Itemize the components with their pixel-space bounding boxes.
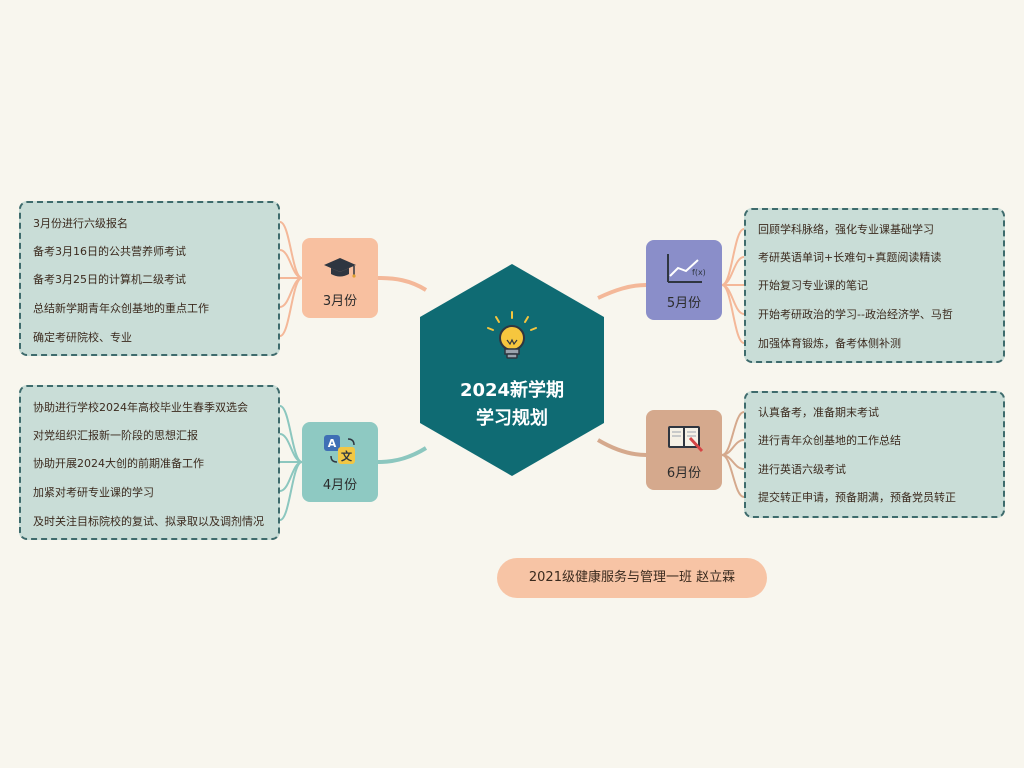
- center-topic[interactable]: 2024新学期 学习规划: [418, 262, 606, 478]
- june-task-panel: 认真备考，准备期末考试 进行青年众创基地的工作总结 进行英语六级考试 提交转正申…: [744, 391, 1005, 518]
- list-item: 提交转正申请，预备期满，预备党员转正: [758, 491, 956, 504]
- function-graph-icon: f(x): [667, 254, 706, 283]
- may-node[interactable]: f(x) 5月份: [646, 240, 722, 320]
- list-item: 协助开展2024大创的前期准备工作: [33, 457, 204, 470]
- list-item: 回顾学科脉络，强化专业课基础学习: [758, 223, 934, 236]
- may-task-panel: 回顾学科脉络，强化专业课基础学习 考研英语单词+长难句+真题阅读精读 开始复习专…: [744, 208, 1005, 363]
- list-item: 协助进行学校2024年高校毕业生春季双选会: [33, 401, 248, 414]
- center-title-line2: 学习规划: [476, 408, 548, 429]
- list-item: 3月份进行六级报名: [33, 217, 128, 230]
- lightbulb-icon: [487, 311, 537, 359]
- list-item: 加紧对考研专业课的学习: [33, 486, 154, 499]
- translate-icon: A 文: [324, 435, 355, 464]
- april-task-panel: 协助进行学校2024年高校毕业生春季双选会 对党组织汇报新一阶段的思想汇报 协助…: [19, 385, 280, 540]
- author-badge: 2021级健康服务与管理一班 赵立霖: [497, 558, 767, 598]
- list-item: 确定考研院校、专业: [33, 331, 132, 344]
- list-item: 认真备考，准备期末考试: [758, 406, 879, 419]
- list-item: 考研英语单词+长难句+真题阅读精读: [758, 251, 942, 264]
- month-label: 4月份: [322, 478, 358, 493]
- march-task-panel: 3月份进行六级报名 备考3月16日的公共营养师考试 备考3月25日的计算机二级考…: [19, 201, 280, 356]
- march-node[interactable]: 3月份: [302, 238, 378, 318]
- list-item: 及时关注目标院校的复试、拟录取以及调剂情况: [33, 515, 264, 528]
- month-label: 6月份: [666, 466, 702, 481]
- svg-text:f(x): f(x): [692, 268, 706, 277]
- list-item: 进行英语六级考试: [758, 463, 846, 476]
- list-item: 总结新学期青年众创基地的重点工作: [33, 302, 209, 315]
- april-node[interactable]: A 文 4月份: [302, 422, 378, 502]
- june-node[interactable]: 6月份: [646, 410, 722, 490]
- center-title-line1: 2024新学期: [459, 380, 565, 401]
- list-item: 开始考研政治的学习--政治经济学、马哲: [758, 308, 953, 321]
- hexagon-shape: [420, 264, 604, 476]
- month-label: 3月份: [322, 294, 358, 309]
- svg-text:文: 文: [341, 449, 353, 463]
- list-item: 对党组织汇报新一阶段的思想汇报: [33, 429, 198, 442]
- month-label: 5月份: [666, 296, 702, 311]
- book-pencil-icon: [668, 426, 704, 453]
- svg-text:A: A: [328, 437, 337, 450]
- graduation-cap-icon: [324, 258, 356, 278]
- list-item: 开始复习专业课的笔记: [758, 279, 868, 292]
- list-item: 备考3月16日的公共营养师考试: [33, 245, 186, 258]
- list-item: 进行青年众创基地的工作总结: [758, 434, 901, 447]
- list-item: 备考3月25日的计算机二级考试: [33, 273, 186, 286]
- list-item: 加强体育锻炼，备考体侧补测: [758, 337, 901, 350]
